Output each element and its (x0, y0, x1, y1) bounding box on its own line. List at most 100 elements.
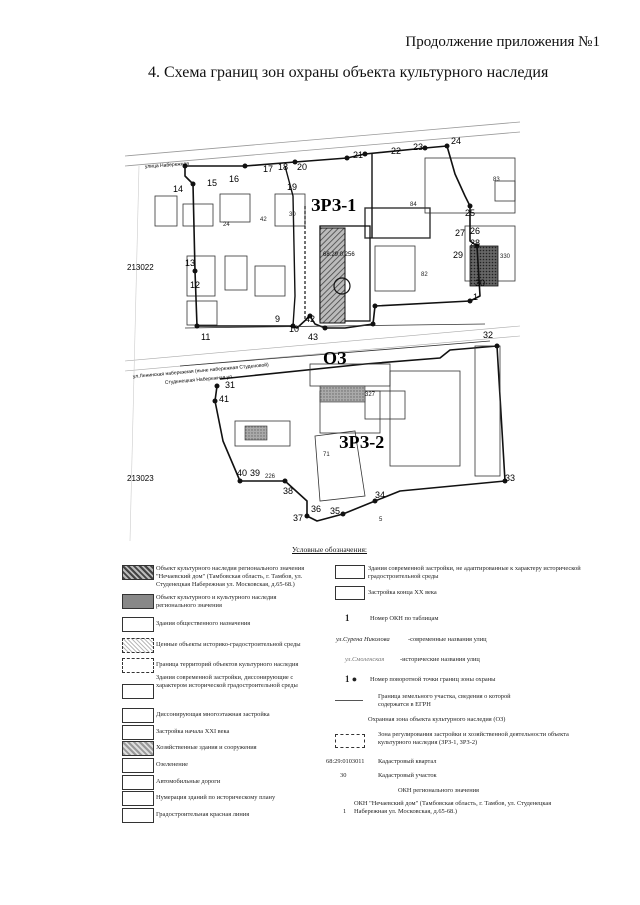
swatch-parcel-border (335, 700, 363, 702)
swatch-red-line (122, 808, 154, 823)
legend-okn-object: Объект культурного и культурного наследи… (156, 594, 277, 609)
swatch-xxi-building (122, 725, 154, 740)
swatch-xx-end (335, 586, 365, 600)
building-327: 327 (365, 392, 376, 398)
quarter-213022: 213022 (127, 263, 154, 272)
legend-xx-end: Застройка конца XX века (368, 589, 437, 596)
legend-regulation-zone: Зона регулирования застройки и хозяйстве… (378, 731, 569, 746)
point-13: 13 (185, 258, 195, 268)
point-25: 25 (465, 208, 475, 218)
swatch-greenery (122, 758, 154, 773)
legend-title: Условные обозначения: (292, 545, 368, 554)
legend-dissonant-low: Диссонирующая многоэтажная застройка (156, 711, 270, 718)
symbol-street-modern: ул.Сурена Николова (336, 636, 390, 643)
legend-public-buildings: Здания общественного назначения (156, 620, 251, 627)
street-label-3: Студенецкая Набережная ул. (165, 374, 234, 386)
quarter-213023: 213023 (127, 474, 154, 483)
building-84: 84 (410, 202, 417, 208)
building-82: 82 (421, 272, 428, 278)
swatch-roads (122, 775, 154, 790)
swatch-utility-buildings (122, 741, 154, 756)
point-41: 41 (219, 394, 229, 404)
building-5: 5 (379, 517, 383, 523)
zone-label-zrz1: ЗРЗ-1 (311, 195, 356, 215)
point-35: 35 (330, 506, 340, 516)
building-24: 24 (223, 222, 230, 228)
swatch-valuable-objects (122, 638, 154, 653)
legend-modern-dissonant: Здания современной застройки, диссонирую… (156, 674, 298, 689)
building-83: 83 (493, 177, 500, 183)
point-43: 43 (308, 332, 318, 342)
legend-street-historic: -исторические названия улиц (400, 656, 480, 663)
point-30: 30 (475, 278, 485, 288)
point-9: 9 (275, 314, 280, 324)
parcel-code: 68:29:0:256 (323, 252, 355, 258)
point-34: 34 (375, 490, 385, 500)
point-38: 38 (283, 486, 293, 496)
legend-street-modern: -современные названия улиц (408, 636, 487, 643)
zone-label-zrz2: ЗРЗ-2 (339, 432, 384, 452)
legend-valuable-objects: Ценные объекты историко-градостроительно… (156, 641, 301, 648)
okn-block-text: ОКН "Нечаевский дом" (Тамбовская область… (354, 800, 552, 815)
point-26: 26 (470, 226, 480, 236)
legend-territory-border: Граница территорий объектов культурного … (156, 661, 299, 668)
page-title: 4. Схема границ зон охраны объекта культ… (148, 64, 549, 81)
continuation-label: Продолжение приложения №1 (405, 34, 600, 50)
building-330: 330 (500, 254, 511, 260)
legend-building-numbers: Нумерация зданий по историческому плану (156, 794, 276, 801)
point-12: 12 (190, 280, 200, 290)
point-1: 1 (473, 292, 478, 302)
legend-roads: Автомобильные дороги (156, 778, 221, 785)
okn-block-num: 1 (343, 808, 347, 815)
point-20: 20 (297, 162, 307, 172)
point-29: 29 (453, 250, 463, 260)
legend-okn-number: Номер ОКН по таблицам (370, 615, 439, 622)
swatch-public-buildings (122, 617, 154, 632)
zone-map: 14 15 16 17 18 20 1 9 21 22 23 24 25 26 2… (125, 121, 520, 541)
point-23: 23 (413, 142, 423, 152)
point-31: 31 (225, 380, 235, 390)
point-36: 36 (311, 504, 321, 514)
legend-protection-zone: Охранная зона объекта культурного наслед… (368, 716, 506, 723)
street-label-1: улица Набережная (145, 161, 190, 170)
legend-point-number: Номер поворотной точки границ зоны охран… (370, 676, 496, 683)
legend-greenery: Озеленение (156, 761, 188, 768)
symbol-okn-number: 1 (345, 613, 350, 623)
swatch-modern-adapted (335, 565, 365, 579)
legend-red-line: Градостроительная красная линия (156, 811, 250, 818)
symbol-cadastral-quarter: 68:29:0103011 (326, 758, 365, 765)
point-17: 17 (263, 164, 273, 174)
building-226: 226 (265, 474, 276, 480)
symbol-point-number: 1 ● (345, 674, 358, 684)
swatch-dissonant-low (122, 708, 154, 723)
point-39: 39 (250, 468, 260, 478)
legend-xxi-building: Застройка начала XXI века (156, 728, 230, 735)
swatch-okn-object (122, 594, 154, 609)
symbol-cadastral-parcel: 30 (340, 772, 347, 779)
point-33: 33 (505, 473, 515, 483)
legend-modern-adapted: Здания современной застройки, не адаптир… (368, 565, 581, 580)
point-24: 24 (451, 136, 461, 146)
legend-cadastral-parcel: Кадастровый участок (378, 772, 437, 779)
legend-cadastral-quarter: Кадастровый квартал (378, 758, 437, 765)
legend-okn-regional: Объект культурного наследия региональног… (156, 565, 305, 588)
point-16: 16 (229, 174, 239, 184)
point-14: 14 (173, 184, 183, 194)
point-15: 15 (207, 178, 217, 188)
point-40: 40 (237, 468, 247, 478)
building-42: 42 (260, 217, 267, 223)
point-28: 28 (470, 238, 480, 248)
swatch-okn-regional (122, 565, 154, 580)
point-32: 32 (483, 330, 493, 340)
point-22: 22 (391, 146, 401, 156)
zone-label-oz: ОЗ (323, 348, 347, 368)
swatch-territory-border (122, 658, 154, 673)
symbol-street-historic: ул.Смоленская (345, 656, 385, 663)
point-18: 18 (278, 162, 288, 172)
point-21: 21 (353, 150, 363, 160)
legend-parcel-border: Граница земельного участка, сведения о к… (378, 693, 511, 708)
swatch-regulation-zone (335, 734, 365, 748)
okn-block-title: ОКН регионального значения (398, 787, 479, 794)
swatch-modern-dissonant (122, 684, 154, 699)
building-30: 30 (289, 212, 296, 218)
